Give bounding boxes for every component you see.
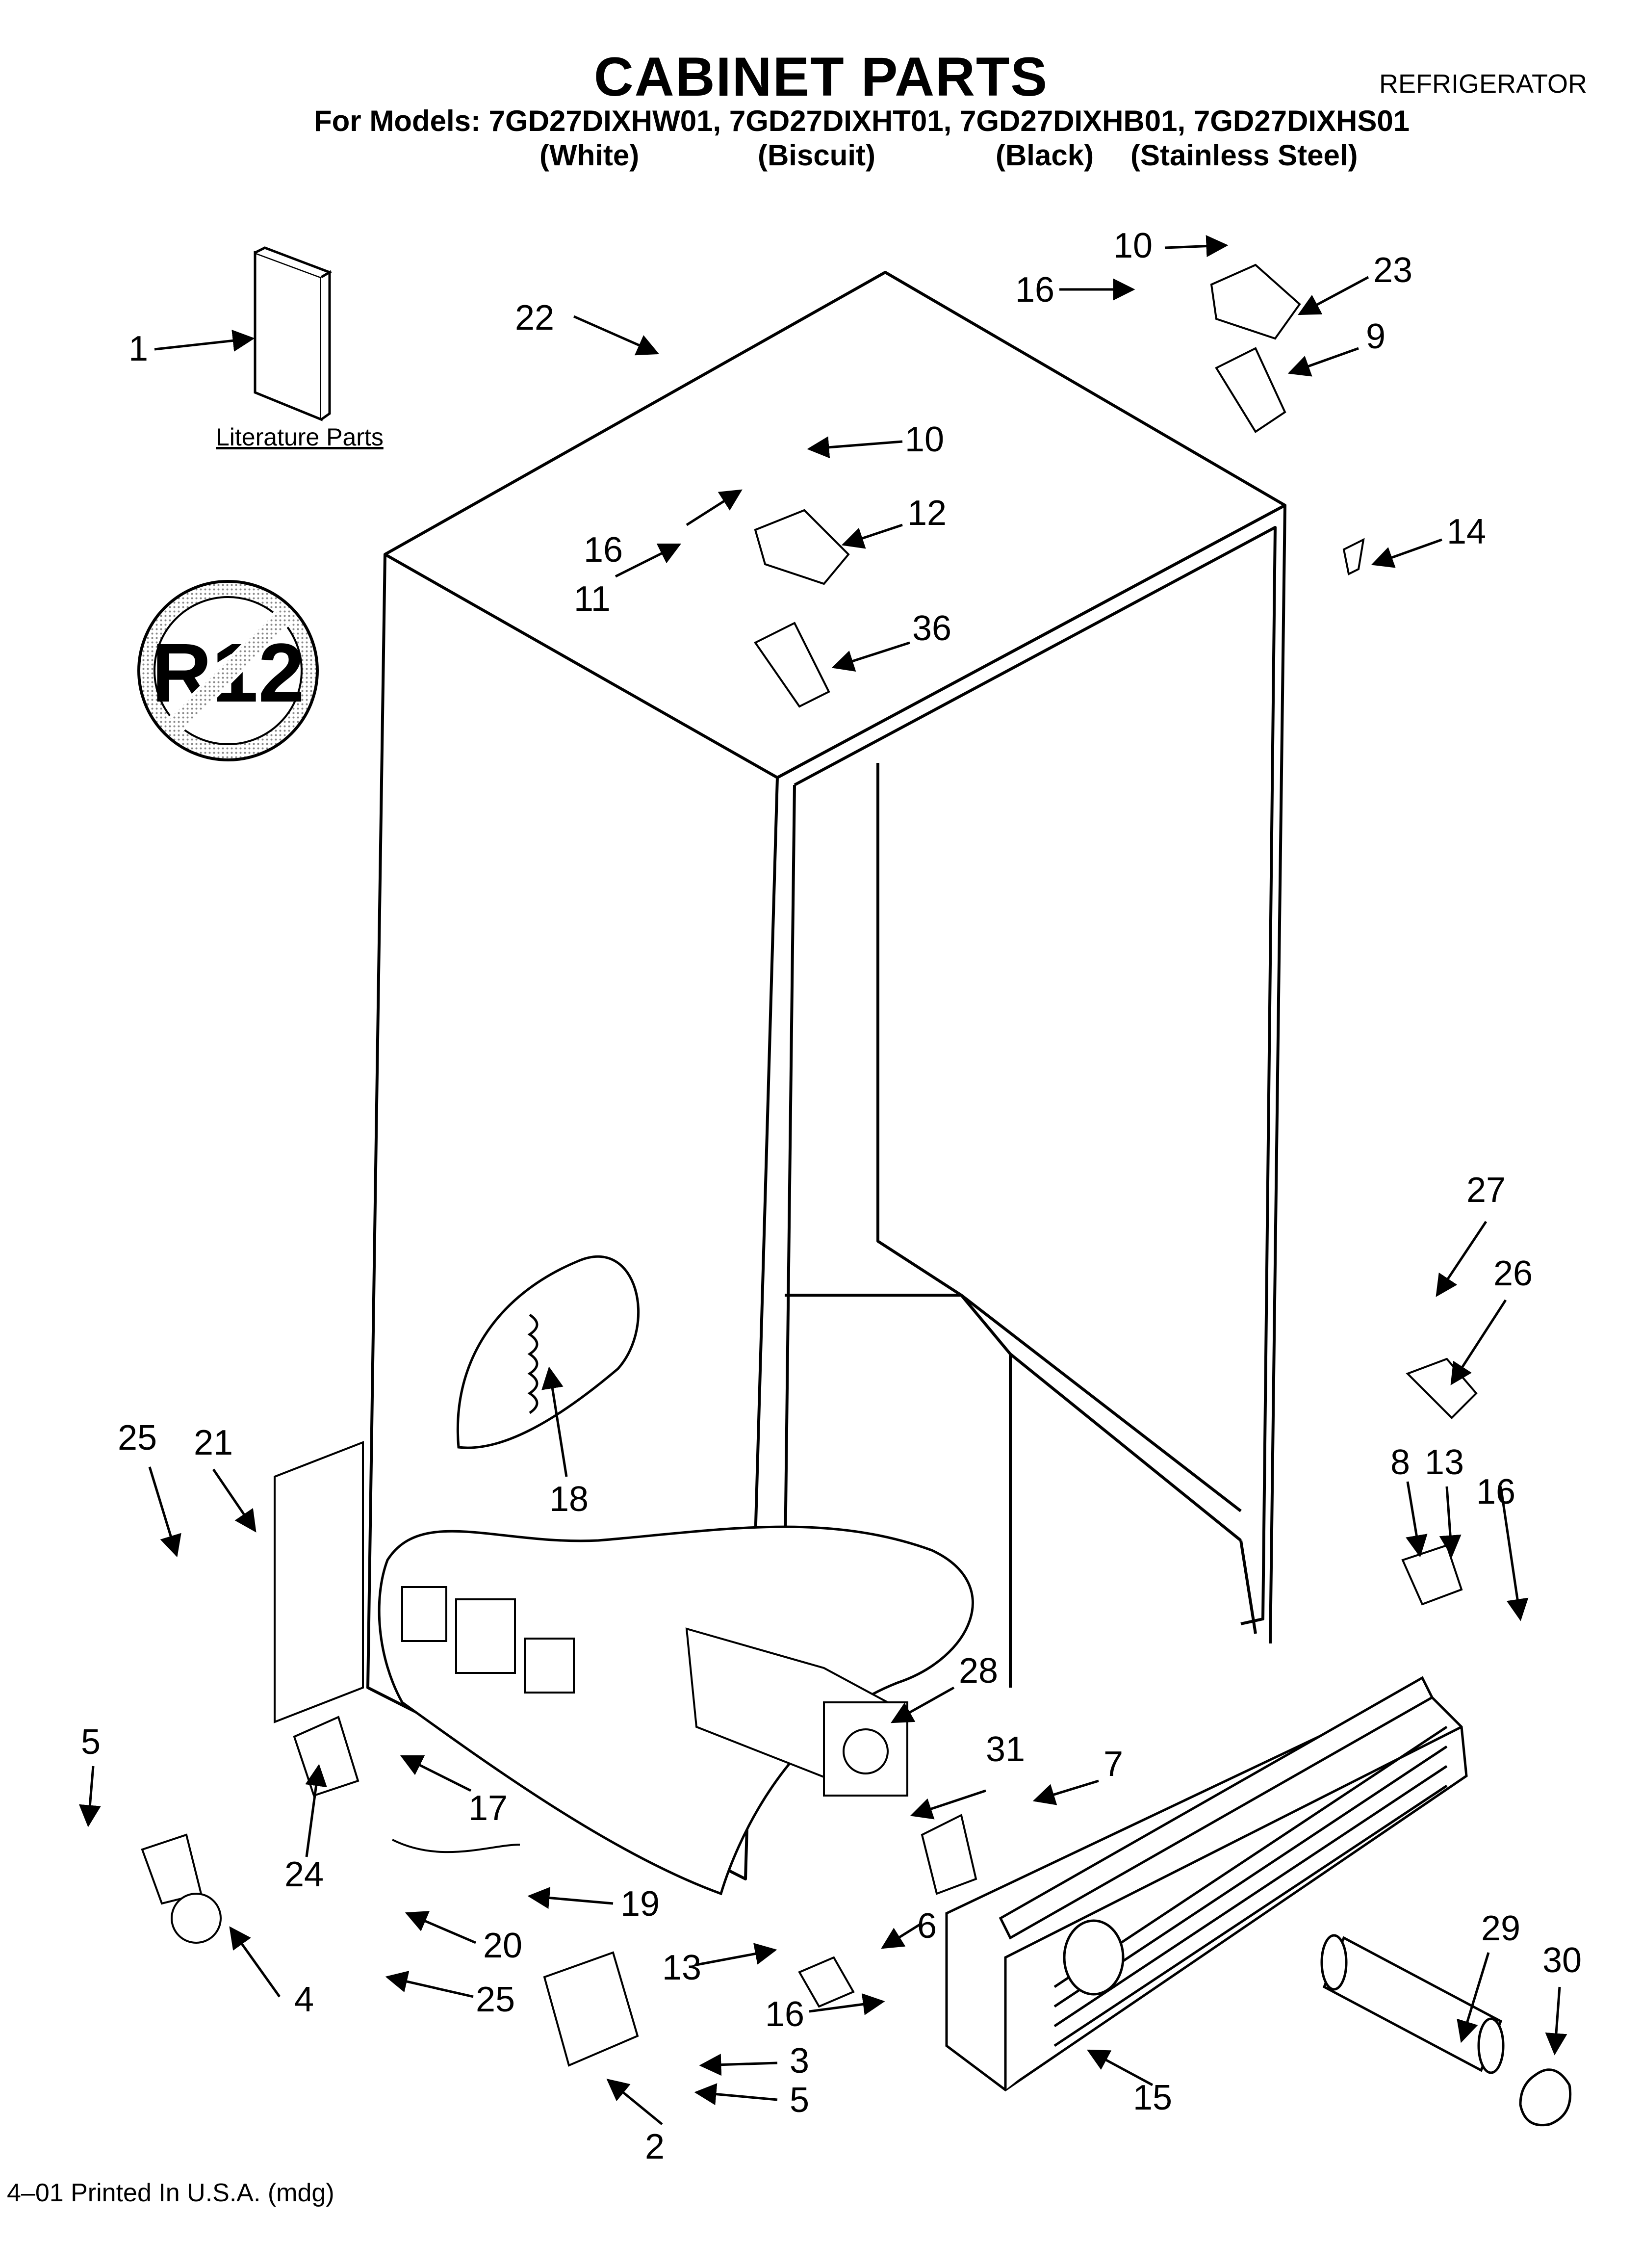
leader-arrows <box>78 235 1567 2125</box>
hinges-and-brackets <box>141 263 1478 2067</box>
callout-label: 36 <box>912 609 952 648</box>
variant-black: (Black) <box>996 139 1094 172</box>
callout-label: 16 <box>584 530 623 570</box>
callout-label: 26 <box>1493 1254 1533 1293</box>
callout-label: 16 <box>1476 1472 1516 1512</box>
callout-label: 3 <box>790 2041 810 2081</box>
base-grille <box>945 1676 1468 2092</box>
variant-stainless: (Stainless Steel) <box>1130 139 1358 172</box>
literature-parts-label: Literature Parts <box>216 423 384 451</box>
models-line: For Models: 7GD27DIXHW01, 7GD27DIXHT01, … <box>314 104 1410 137</box>
water-filter <box>1320 1934 1572 2127</box>
callout-label: 20 <box>483 1926 523 1965</box>
cutaway <box>378 1255 974 1896</box>
callout-label: 14 <box>1447 512 1487 551</box>
cabinet-shell <box>366 271 1286 1880</box>
callout-label: 10 <box>1113 226 1153 265</box>
callout-label: 16 <box>765 1995 805 2034</box>
callout-label: 5 <box>81 1722 101 1762</box>
category-label: REFRIGERATOR <box>1379 69 1587 99</box>
callout-label: 31 <box>986 1730 1026 1769</box>
callout-label: 25 <box>118 1418 157 1458</box>
callout-label: 1 <box>128 329 149 368</box>
callout-label: 13 <box>662 1948 702 1987</box>
callout-label: 24 <box>284 1855 324 1894</box>
literature-book <box>254 246 333 421</box>
variant-biscuit: (Biscuit) <box>758 139 875 172</box>
callout-label: 5 <box>790 2081 810 2120</box>
callout-label: 4 <box>294 1980 314 2019</box>
callout-label: 29 <box>1481 1909 1521 1948</box>
callout-label: 16 <box>1015 270 1055 310</box>
callout-label: 30 <box>1542 1941 1582 1980</box>
callout-label: 22 <box>515 298 555 338</box>
footer-print-info: 4–01 Printed In U.S.A. (mdg) <box>7 2179 334 2207</box>
callout-label: 28 <box>959 1651 999 1691</box>
callout-label: 11 <box>574 579 611 619</box>
callout-label: 6 <box>917 1906 937 1946</box>
callout-label: 18 <box>549 1480 589 1519</box>
callout-label: 8 <box>1390 1443 1411 1482</box>
callout-label: 17 <box>468 1789 508 1828</box>
callout-label: 15 <box>1133 2078 1173 2117</box>
callout-label: 10 <box>905 420 945 459</box>
callout-label: 21 <box>194 1423 233 1462</box>
page-title: CABINET PARTS <box>593 46 1049 107</box>
callout-label: 27 <box>1466 1171 1506 1210</box>
callout-label: 19 <box>620 1884 660 1924</box>
callout-label: 25 <box>476 1980 515 2019</box>
callout-label: 13 <box>1425 1443 1464 1482</box>
callout-label: 12 <box>907 494 947 533</box>
callout-label: 7 <box>1103 1745 1124 1784</box>
no-r12-icon: R12 <box>137 580 319 761</box>
callout-label: 23 <box>1373 251 1413 290</box>
callout-label: 9 <box>1366 317 1386 356</box>
variant-white: (White) <box>539 139 640 172</box>
callout-label: 2 <box>645 2127 665 2166</box>
